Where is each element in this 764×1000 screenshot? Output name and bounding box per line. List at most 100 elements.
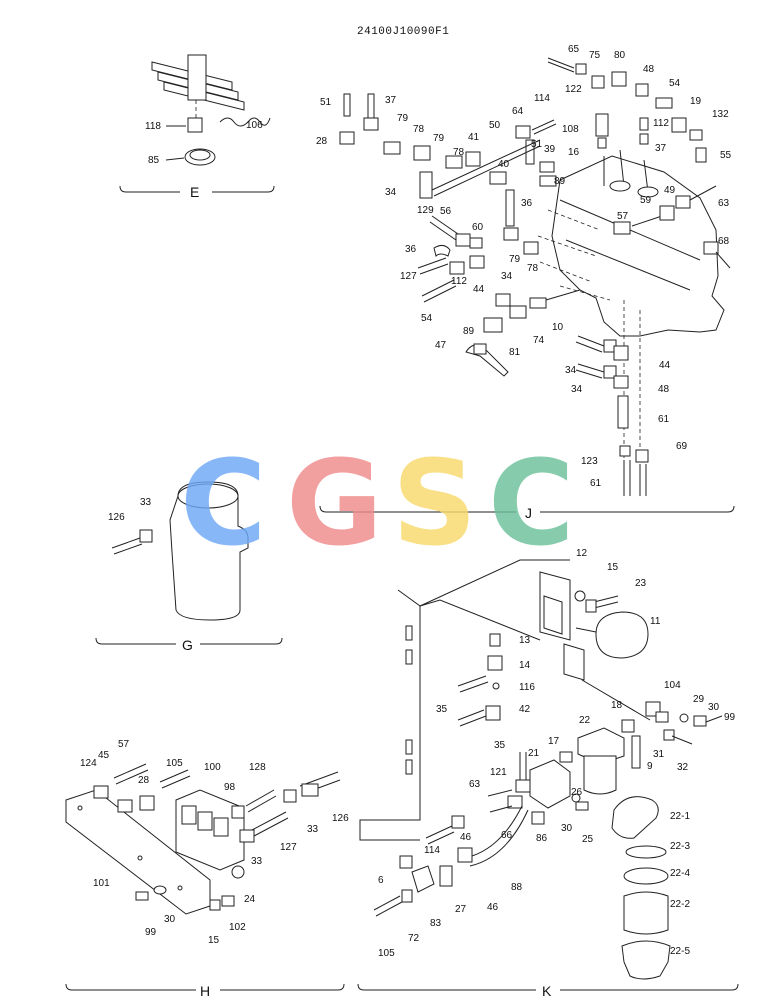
callout-24: 24 — [244, 894, 256, 905]
callout-47: 47 — [435, 340, 447, 351]
callout-29: 29 — [693, 694, 705, 705]
callout-37b: 37 — [655, 143, 667, 154]
callout-22-5: 22-5 — [670, 946, 690, 957]
callout-6: 6 — [378, 875, 384, 886]
callout-44b: 44 — [659, 360, 671, 371]
callout-30b-k: 30 — [561, 823, 573, 834]
callout-17: 17 — [548, 736, 560, 747]
callout-48b: 48 — [658, 384, 670, 395]
accumulator-body — [169, 481, 249, 621]
section-e: 118 106 85 E — [119, 54, 275, 200]
callout-126-g: 126 — [108, 512, 125, 523]
callouts-h: 124 45 57 105 100 128 28 98 126 33 127 3… — [80, 739, 349, 946]
callout-79c: 79 — [509, 254, 521, 265]
callout-75: 75 — [589, 50, 601, 61]
callout-99-h: 99 — [145, 927, 157, 938]
callout-16: 16 — [568, 147, 580, 158]
callout-114-k: 114 — [424, 845, 440, 856]
element-22-2 — [623, 891, 669, 935]
filter-cap-22-1 — [611, 796, 659, 839]
callout-23: 23 — [635, 578, 647, 589]
ring-22-4 — [623, 867, 669, 885]
callout-123: 123 — [581, 456, 598, 467]
callout-57-h: 57 — [118, 739, 130, 750]
callout-44: 44 — [473, 284, 485, 295]
callout-74: 74 — [533, 335, 545, 346]
callout-127: 127 — [400, 271, 417, 282]
callout-80: 80 — [614, 50, 626, 61]
callout-51: 51 — [320, 97, 332, 108]
callout-34b: 34 — [501, 271, 513, 282]
callout-22-1: 22-1 — [670, 811, 690, 822]
callout-88: 88 — [511, 882, 523, 893]
callout-83: 83 — [430, 918, 442, 929]
callout-19: 19 — [690, 96, 702, 107]
callout-22: 22 — [579, 715, 591, 726]
section-label-e: E — [190, 184, 199, 200]
callout-42: 42 — [519, 704, 531, 715]
callout-78: 78 — [413, 124, 425, 135]
callout-36: 36 — [521, 198, 533, 209]
callout-15-h: 15 — [208, 935, 220, 946]
callout-22-3: 22-3 — [670, 841, 690, 852]
callout-65: 65 — [568, 44, 580, 55]
callout-79b: 79 — [433, 133, 445, 144]
callout-30-h: 30 — [164, 914, 176, 925]
callout-9: 9 — [647, 761, 653, 772]
callout-105-k: 105 — [378, 948, 395, 959]
watermark-letter-3: S — [392, 434, 477, 572]
callout-121: 121 — [490, 767, 507, 778]
callout-15-k: 15 — [607, 562, 619, 573]
callout-34c: 34 — [565, 365, 577, 376]
callout-59: 59 — [640, 195, 652, 206]
callout-46: 46 — [460, 832, 472, 843]
section-j: 65 75 80 122 48 54 51 37 114 19 132 28 7… — [316, 44, 735, 521]
callout-66: 66 — [501, 830, 513, 841]
section-h: 124 45 57 105 100 128 28 98 126 33 127 3… — [65, 739, 349, 999]
callout-63-k: 63 — [469, 779, 481, 790]
callout-129: 129 — [417, 205, 434, 216]
callout-112: 112 — [653, 118, 669, 129]
filter-head-22 — [577, 727, 625, 765]
callout-89: 89 — [554, 176, 566, 187]
callout-114: 114 — [534, 93, 550, 104]
section-k: 12 15 23 13 11 14 116 35 42 104 29 30 99… — [357, 548, 739, 999]
callout-98: 98 — [224, 782, 236, 793]
callout-35b-k: 35 — [494, 740, 506, 751]
callout-63: 63 — [718, 198, 730, 209]
callout-31: 31 — [653, 749, 665, 760]
callout-124: 124 — [80, 758, 97, 769]
fittings-j — [339, 57, 731, 496]
callout-108: 108 — [562, 124, 579, 135]
callout-18: 18 — [611, 700, 623, 711]
callout-22-4: 22-4 — [670, 868, 690, 879]
callout-45: 45 — [98, 750, 110, 761]
callout-112b: 112 — [451, 276, 467, 287]
callout-49: 49 — [664, 185, 676, 196]
callout-27: 27 — [455, 904, 467, 915]
valve-21 — [529, 759, 571, 809]
callout-13: 13 — [519, 635, 531, 646]
callout-30-k: 30 — [708, 702, 720, 713]
callout-101: 101 — [93, 878, 110, 889]
callout-79: 79 — [397, 113, 409, 124]
callout-35-k: 35 — [436, 704, 448, 715]
callout-33-h: 33 — [307, 824, 319, 835]
part-118 — [187, 117, 203, 133]
callout-106: 106 — [246, 120, 263, 131]
callout-102: 102 — [229, 922, 246, 933]
watermark-letter-1: C — [180, 434, 267, 572]
section-label-k: K — [542, 983, 552, 999]
section-g: 33 126 G — [95, 481, 283, 653]
callout-10: 10 — [552, 322, 564, 333]
callout-55: 55 — [720, 150, 732, 161]
callout-37: 37 — [385, 95, 397, 106]
callout-86: 86 — [536, 833, 548, 844]
section-label-j: J — [525, 505, 532, 521]
callout-34d: 34 — [571, 384, 583, 395]
part-85-clamp — [184, 148, 216, 166]
callout-56: 56 — [440, 206, 452, 217]
callout-64: 64 — [512, 106, 524, 117]
callout-85: 85 — [148, 155, 160, 166]
